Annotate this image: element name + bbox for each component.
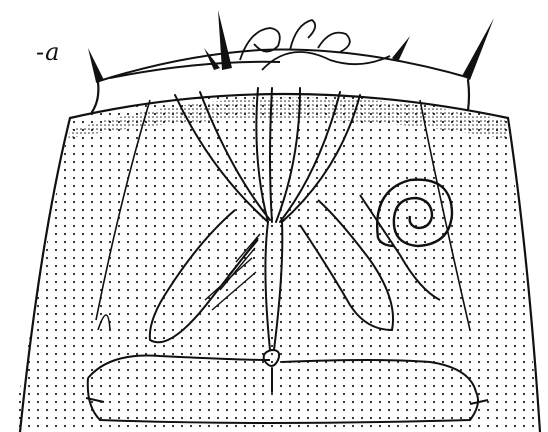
figure-label: -a bbox=[36, 38, 60, 66]
body-dot-stipple bbox=[12, 93, 540, 432]
